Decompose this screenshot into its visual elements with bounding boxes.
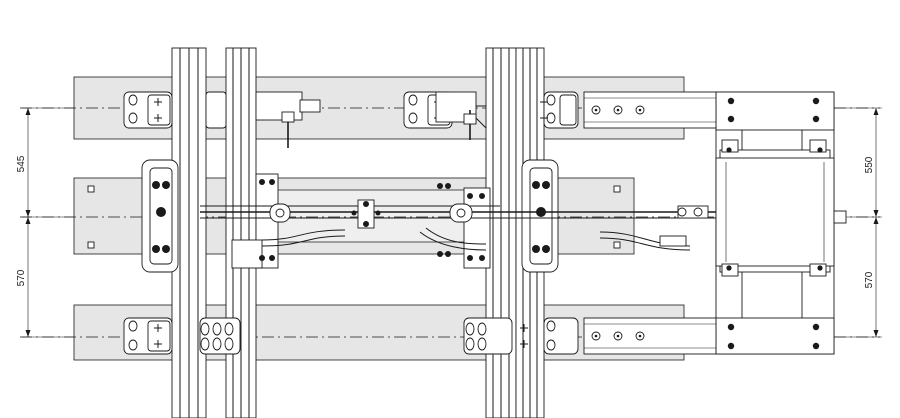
- frame-top-bar: [715, 91, 835, 131]
- slide-chairs: [87, 159, 621, 273]
- detection-rods: [255, 91, 487, 148]
- motor-foot-br: [809, 263, 827, 277]
- rail-fastenings: [123, 91, 579, 355]
- right-frame: [715, 91, 847, 355]
- dimension-right-upper: 550: [864, 156, 875, 173]
- dimension-lines: [22, 107, 882, 338]
- dimension-left-upper: 545: [16, 155, 27, 172]
- channel-beam-bottom: [583, 317, 717, 355]
- channel-beam-top: [583, 91, 717, 129]
- motor-shaft: [833, 210, 847, 224]
- channel-beams: [583, 91, 717, 355]
- right-bracket: [463, 187, 491, 269]
- drive-rod: [200, 173, 716, 269]
- dimension-right-lower: 570: [864, 271, 875, 288]
- dimension-left-lower: 570: [16, 269, 27, 286]
- motor-body: [715, 157, 835, 267]
